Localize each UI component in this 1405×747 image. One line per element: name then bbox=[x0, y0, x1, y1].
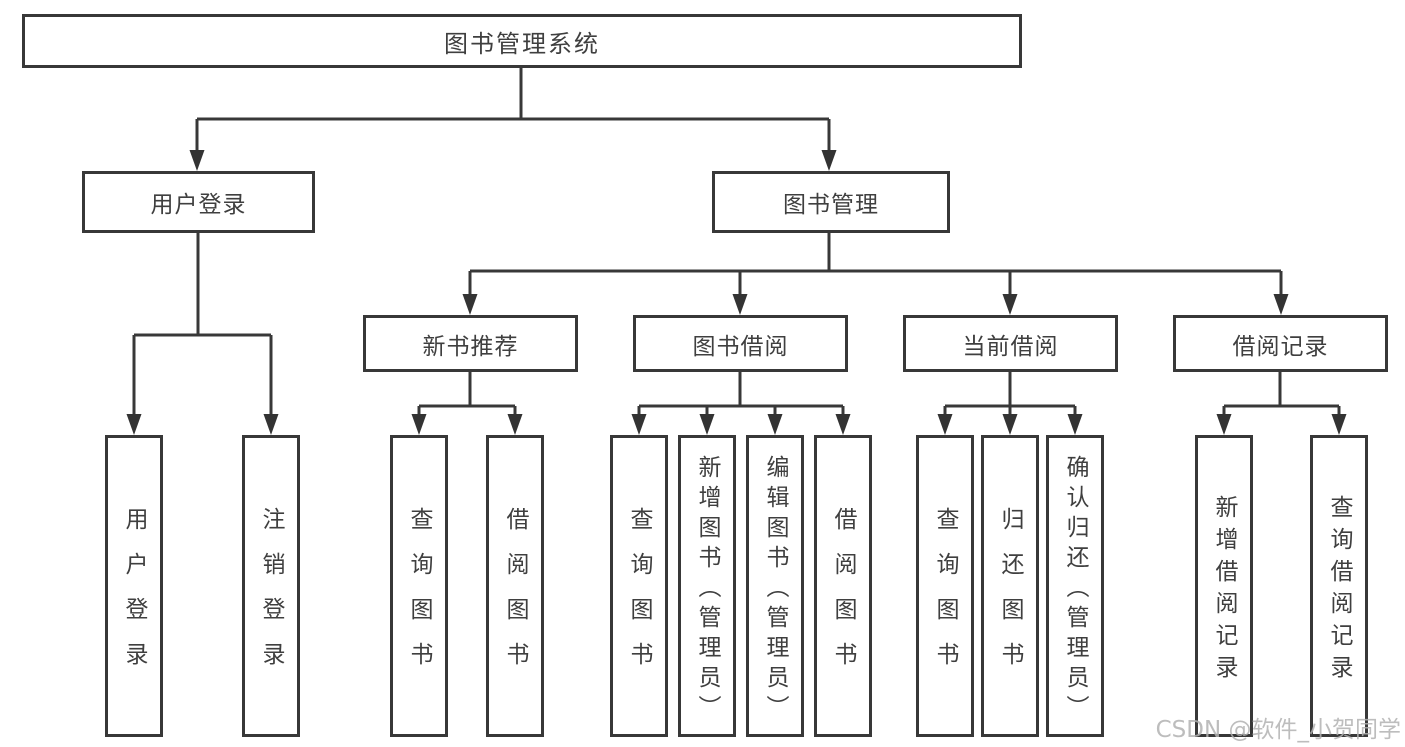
leaf-return-books: 归还图书 bbox=[981, 435, 1039, 737]
leaf-add-books-admin: 新增图书（管理员） bbox=[678, 435, 736, 737]
node-current-borrowing: 当前借阅 bbox=[903, 315, 1118, 372]
node-book-borrowing: 图书借阅 bbox=[633, 315, 848, 372]
leaf-query-books-recommend: 查询图书 bbox=[390, 435, 448, 737]
leaf-edit-books-admin: 编辑图书（管理员） bbox=[746, 435, 804, 737]
leaf-query-books-borrowing-label: 查询图书 bbox=[626, 507, 652, 687]
leaf-confirm-return-admin: 确认归还（管理员） bbox=[1046, 435, 1104, 737]
leaf-add-borrow-record-label: 新增借阅记录 bbox=[1211, 494, 1237, 687]
node-user-login-branch-label: 用户登录 bbox=[150, 192, 247, 218]
node-root-system: 图书管理系统 bbox=[22, 14, 1022, 68]
leaf-query-borrow-record: 查询借阅记录 bbox=[1310, 435, 1368, 737]
leaf-borrow-books-recommend-label: 借阅图书 bbox=[502, 507, 528, 687]
arrowhead-icons bbox=[126, 150, 1347, 435]
node-borrowing-records: 借阅记录 bbox=[1173, 315, 1388, 372]
leaf-query-books-borrowing: 查询图书 bbox=[610, 435, 668, 737]
leaf-edit-books-admin-label: 编辑图书（管理员） bbox=[762, 454, 788, 725]
leaf-user-login: 用户登录 bbox=[105, 435, 163, 737]
node-book-management-branch: 图书管理 bbox=[712, 171, 950, 233]
leaf-borrow-books-label: 借阅图书 bbox=[830, 507, 856, 687]
leaf-logout: 注销登录 bbox=[242, 435, 300, 737]
node-current-borrowing-label: 当前借阅 bbox=[962, 333, 1059, 360]
leaf-add-borrow-record: 新增借阅记录 bbox=[1195, 435, 1253, 737]
node-user-login-branch: 用户登录 bbox=[82, 171, 315, 233]
node-book-borrowing-label: 图书借阅 bbox=[692, 333, 789, 360]
leaf-query-borrow-record-label: 查询借阅记录 bbox=[1326, 494, 1352, 687]
leaf-logout-label: 注销登录 bbox=[258, 507, 284, 687]
csdn-watermark: CSDN @软件_小贺同学 bbox=[1155, 717, 1401, 743]
node-borrowing-records-label: 借阅记录 bbox=[1232, 333, 1329, 360]
leaf-return-books-label: 归还图书 bbox=[997, 507, 1023, 687]
node-root-label: 图书管理系统 bbox=[444, 29, 600, 58]
leaf-query-books-recommend-label: 查询图书 bbox=[406, 507, 432, 687]
node-book-management-branch-label: 图书管理 bbox=[783, 192, 879, 218]
leaf-borrow-books-recommend: 借阅图书 bbox=[486, 435, 544, 737]
node-new-book-recommend: 新书推荐 bbox=[363, 315, 578, 372]
leaf-query-books-current: 查询图书 bbox=[916, 435, 974, 737]
node-new-book-recommend-label: 新书推荐 bbox=[422, 333, 519, 360]
leaf-add-books-admin-label: 新增图书（管理员） bbox=[694, 454, 720, 725]
leaf-user-login-label: 用户登录 bbox=[121, 507, 147, 687]
leaf-query-books-current-label: 查询图书 bbox=[932, 507, 958, 687]
leaf-confirm-return-admin-label: 确认归还（管理员） bbox=[1062, 454, 1088, 725]
leaf-borrow-books: 借阅图书 bbox=[814, 435, 872, 737]
